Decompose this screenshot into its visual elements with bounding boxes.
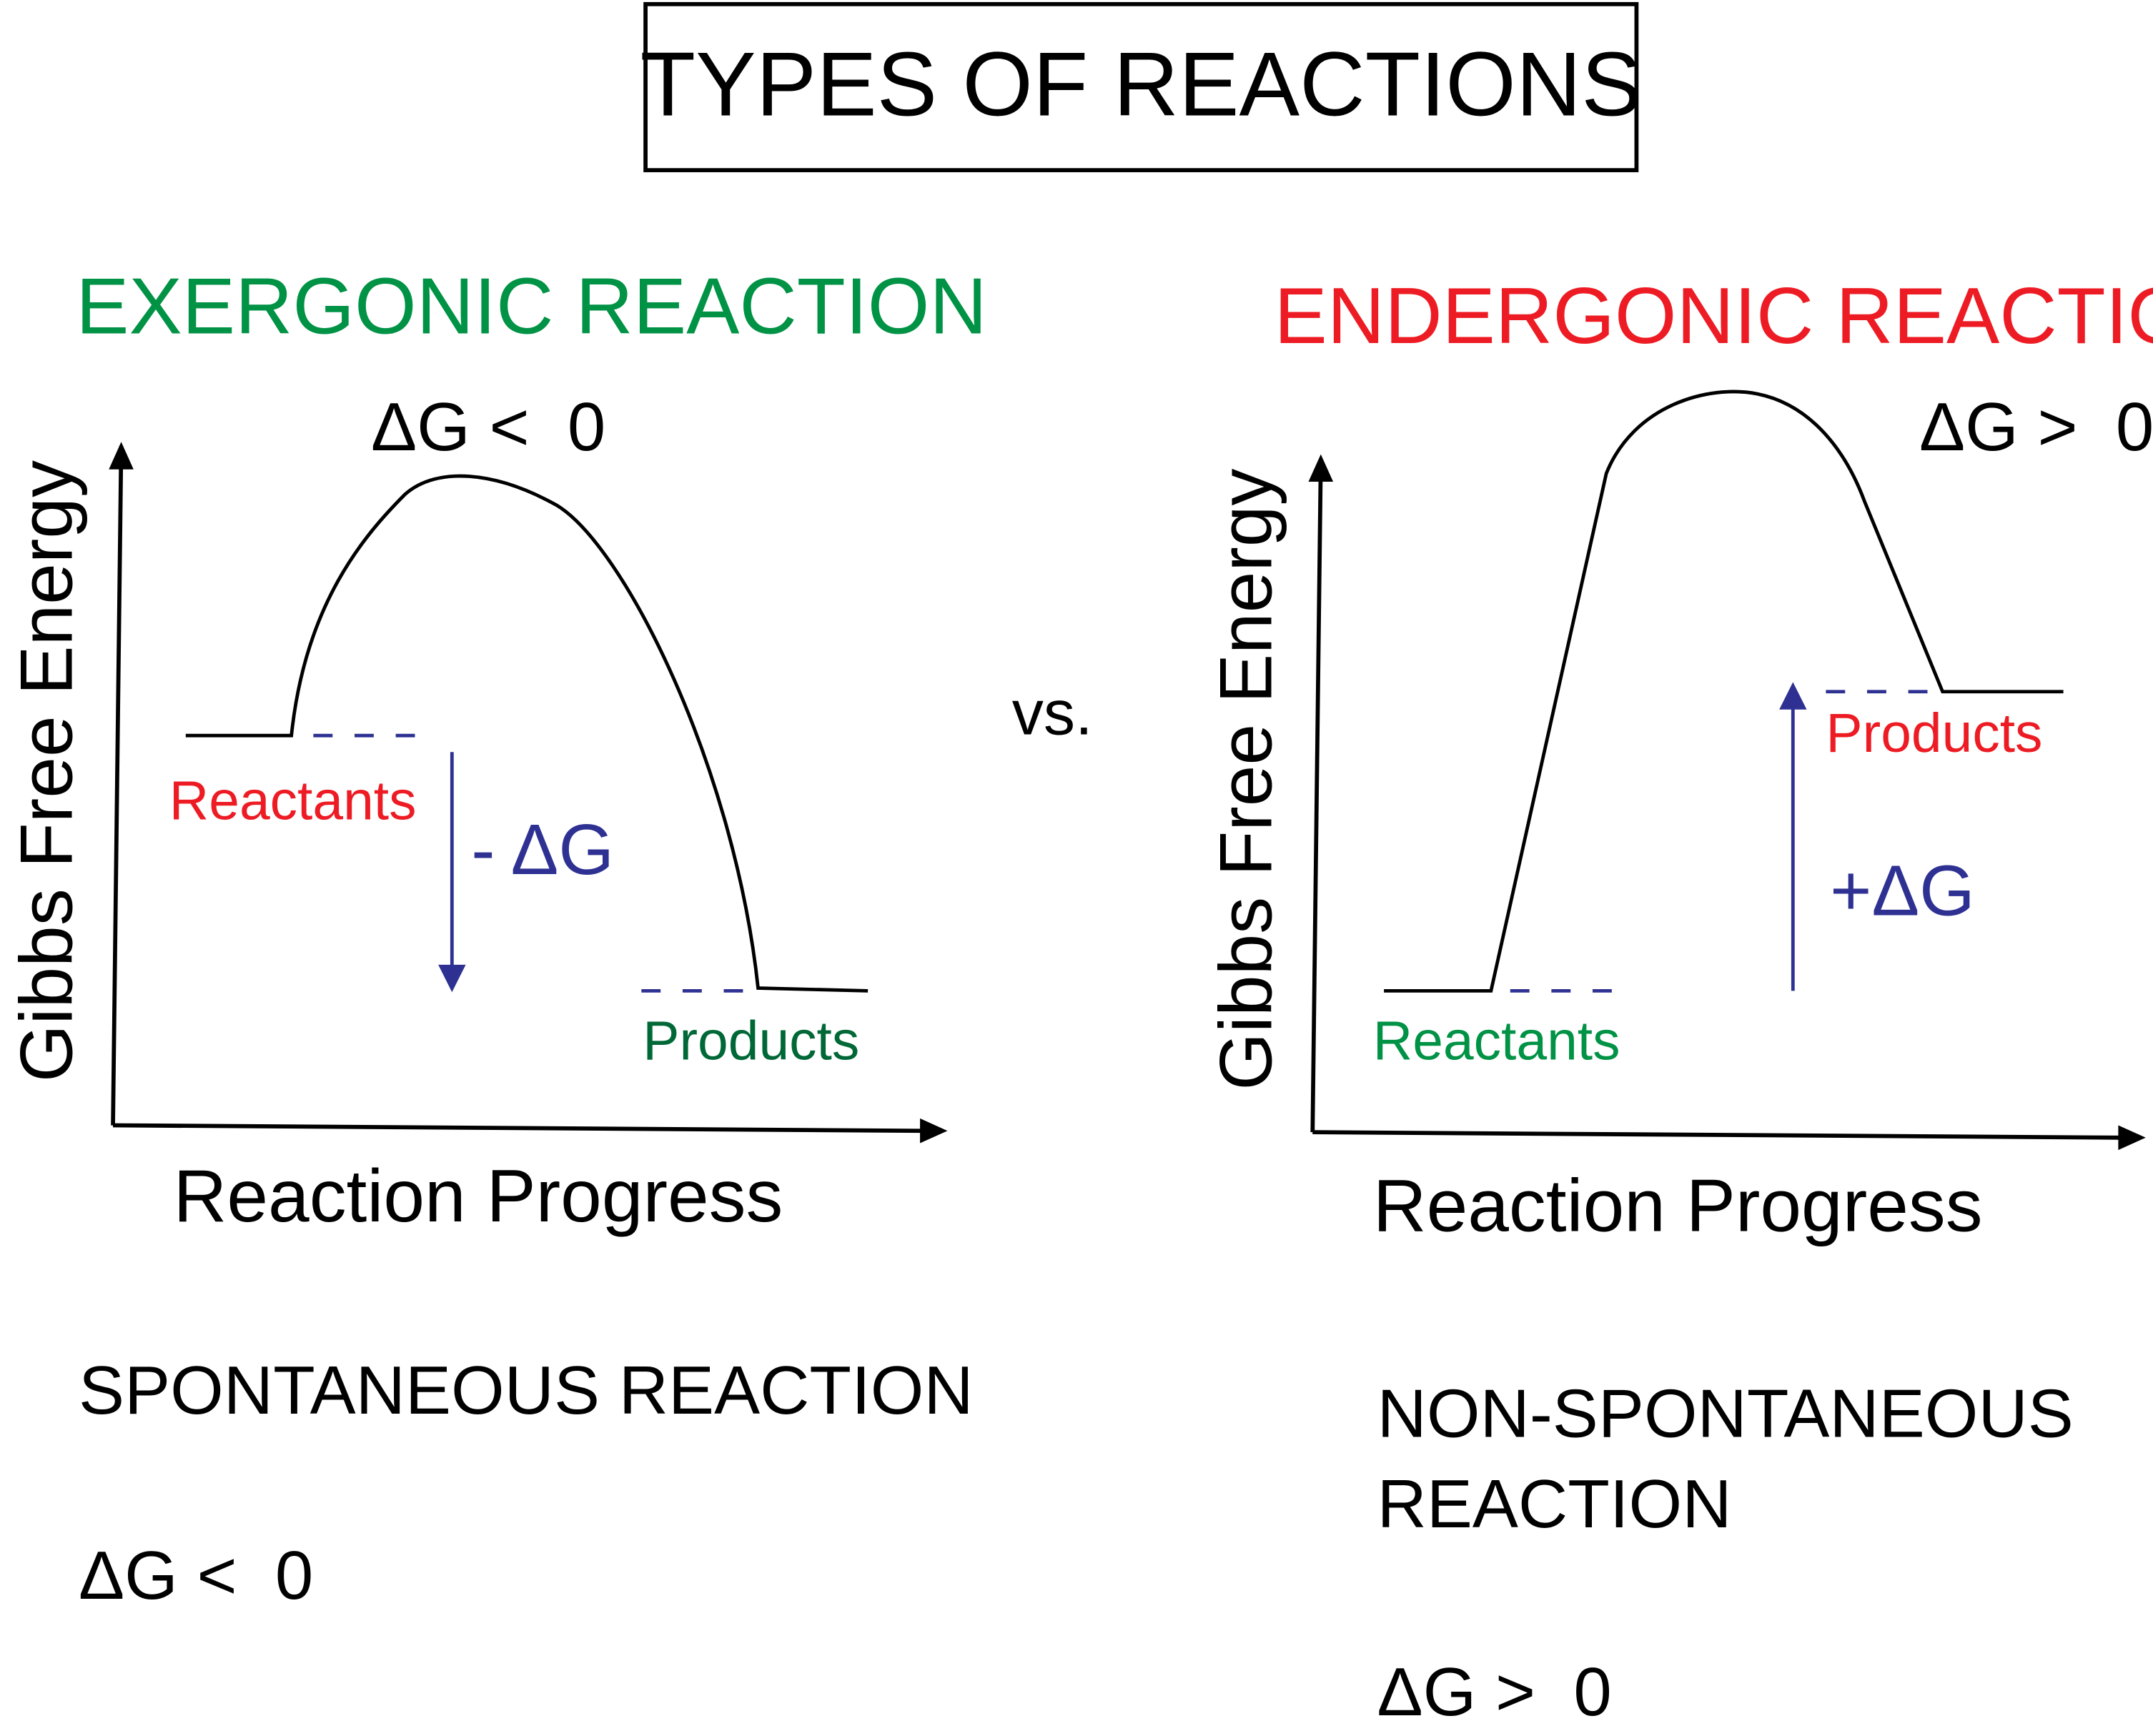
endergonic-heading: ENDERGONIC REACTION: [1275, 271, 2153, 360]
non-spontaneous-delta-g: ΔG > 0: [1377, 1654, 1612, 1730]
y-axis: [1310, 460, 1323, 1133]
y-axis: [111, 446, 124, 1126]
products-label: Products: [643, 1010, 859, 1071]
x-axis: [113, 1123, 923, 1134]
x-axis-label: Reaction Progress: [1373, 1164, 1983, 1246]
y-axis-label: Gibbs Free Energy: [4, 460, 87, 1082]
reactants-label: Reactants: [169, 770, 417, 831]
delta-g-arrow-label: - ΔG: [471, 810, 614, 890]
vs-label: vs.: [1012, 677, 1093, 748]
arrow-down-icon: [438, 964, 466, 993]
y-axis-arrow-icon: [1308, 454, 1334, 482]
spontaneous-delta-g: ΔG < 0: [79, 1537, 313, 1614]
delta-g-arrow-label: +ΔG: [1830, 852, 1975, 931]
products-label: Products: [1826, 703, 2042, 764]
arrow-up-icon: [1779, 682, 1807, 710]
x-axis: [1312, 1130, 2122, 1140]
non-spontaneous-label-line2: REACTION: [1377, 1466, 1732, 1542]
non-spontaneous-label-line1: NON-SPONTANEOUS: [1377, 1375, 2074, 1452]
energy-curve: [1384, 390, 2064, 993]
spontaneous-label: SPONTANEOUS REACTION: [79, 1352, 974, 1429]
x-axis-arrow-icon: [2118, 1125, 2146, 1151]
endergonic-delta-g: ΔG > 0: [1919, 389, 2153, 465]
title-box: [643, 1, 1639, 172]
exergonic-chart: Gibbs Free Energy Reaction Progress Reac…: [4, 442, 948, 1237]
energy-curve: [185, 474, 868, 993]
exergonic-delta-g: ΔG < 0: [371, 389, 605, 465]
page-title: TYPES OF REACTIONS: [640, 33, 1642, 134]
reactants-label: Reactants: [1373, 1010, 1620, 1071]
y-axis-label: Gibbs Free Energy: [1204, 468, 1287, 1090]
x-axis-label: Reaction Progress: [174, 1154, 783, 1237]
y-axis-arrow-icon: [109, 442, 134, 470]
endergonic-chart: Gibbs Free Energy Reaction Progress Prod…: [1204, 390, 2146, 1246]
exergonic-heading: EXERGONIC REACTION: [76, 262, 987, 351]
x-axis-arrow-icon: [920, 1118, 948, 1144]
